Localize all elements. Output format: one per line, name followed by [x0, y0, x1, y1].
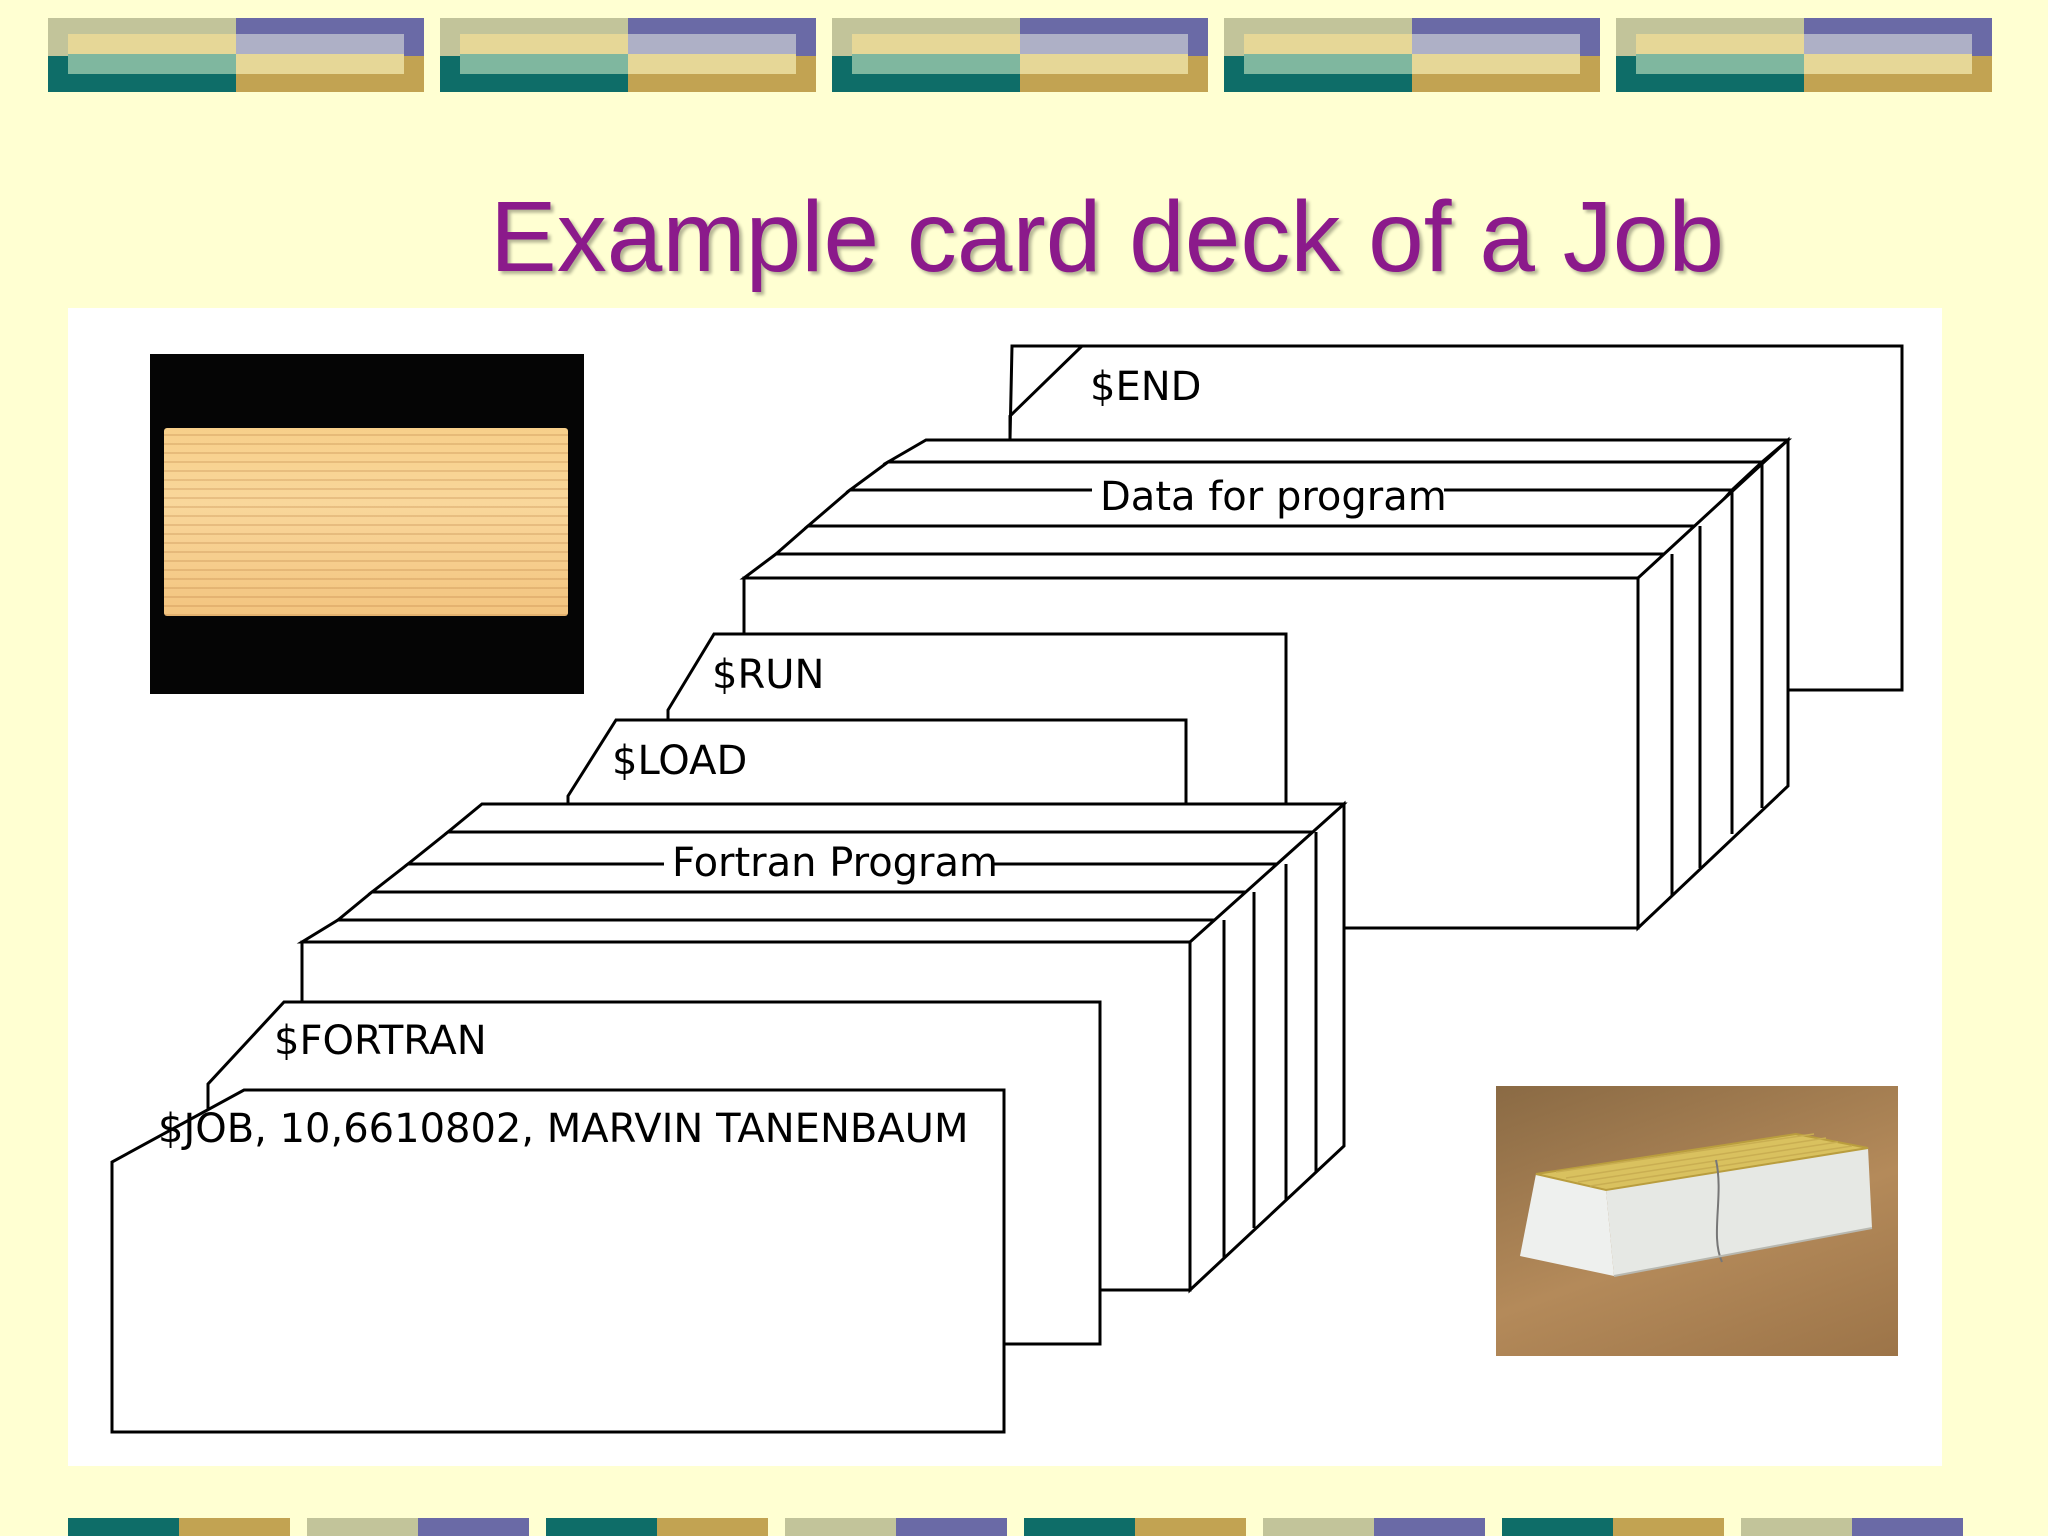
top-band-tile: [460, 34, 628, 54]
top-decorative-band: [48, 18, 1992, 92]
top-band-tile: [852, 54, 1020, 74]
end-card-tab: [1008, 344, 1902, 440]
top-band-tile: [1244, 34, 1412, 54]
bottom-band-tile: [418, 1518, 529, 1536]
card-deck-figure: $END Data for program $RUN $LOAD Fortran…: [68, 308, 1942, 1466]
fortran-block-side: [1188, 800, 1346, 1294]
bottom-band-tile: [1374, 1518, 1485, 1536]
top-band-tile: [1636, 34, 1804, 54]
card-deck-photo-art: [1520, 1132, 1873, 1277]
bottom-band-tile: [657, 1518, 768, 1536]
data-block-side: [1636, 436, 1790, 932]
slide-title: Example card deck of a Job: [490, 181, 1724, 293]
top-band-tile: [1636, 54, 1804, 74]
fortran-block-top-4: [333, 890, 1258, 922]
bottom-band-tile: [896, 1518, 1007, 1536]
data-block-label: Data for program: [1100, 474, 1447, 520]
data-label-bg: [1092, 474, 1444, 524]
top-band-tile: [1412, 54, 1580, 74]
punched-card-image: [164, 428, 568, 616]
punched-card-photo: [150, 354, 584, 694]
bottom-band-tile: [307, 1518, 418, 1536]
top-band-tile: [68, 54, 236, 74]
fortran-program-label: Fortran Program: [672, 840, 998, 886]
fortran-card-label: $FORTRAN: [274, 1018, 487, 1064]
fortran-program-label-bg: [664, 838, 994, 888]
job-card: [110, 1088, 1006, 1434]
run-card-label: $RUN: [712, 652, 824, 698]
job-card-label: $JOB, 10,6610802, MARVIN TANENBAUM: [158, 1106, 968, 1152]
top-band-tile: [236, 34, 404, 54]
top-band-tile: [1020, 54, 1188, 74]
fortran-block-top-5: [296, 918, 1230, 944]
bottom-band-tile: [1263, 1518, 1374, 1536]
bottom-band-tile: [68, 1518, 179, 1536]
bottom-band-tile: [1502, 1518, 1613, 1536]
top-band-tile: [1244, 54, 1412, 74]
top-band-tile: [628, 34, 796, 54]
top-band-tile: [460, 54, 628, 74]
top-band-tile: [1412, 34, 1580, 54]
fortran-block-top-1: [443, 802, 1348, 834]
data-block-top-5: [739, 552, 1677, 580]
data-block-top-4: [772, 524, 1704, 556]
bottom-band-tile: [1741, 1518, 1852, 1536]
top-band-tile: [1020, 34, 1188, 54]
end-card-label: $END: [1090, 364, 1201, 410]
load-card-label: $LOAD: [612, 738, 747, 784]
bottom-band-tile: [1852, 1518, 1963, 1536]
bottom-band-tile: [1135, 1518, 1246, 1536]
bottom-band-tile: [1024, 1518, 1135, 1536]
top-band-tile: [1804, 34, 1972, 54]
card-deck-diagram: $END Data for program $RUN $LOAD Fortran…: [110, 344, 1904, 1434]
card-deck-photo: [1496, 1086, 1898, 1356]
data-block-top-1: [882, 438, 1793, 464]
top-band-tile: [628, 54, 796, 74]
top-band-tile: [852, 34, 1020, 54]
bottom-band-tile: [179, 1518, 290, 1536]
bottom-band-tile: [785, 1518, 896, 1536]
bottom-band-tile: [546, 1518, 657, 1536]
top-band-tile: [68, 34, 236, 54]
top-band-tile: [1804, 54, 1972, 74]
bottom-band-tile: [1613, 1518, 1724, 1536]
top-band-tile: [236, 54, 404, 74]
